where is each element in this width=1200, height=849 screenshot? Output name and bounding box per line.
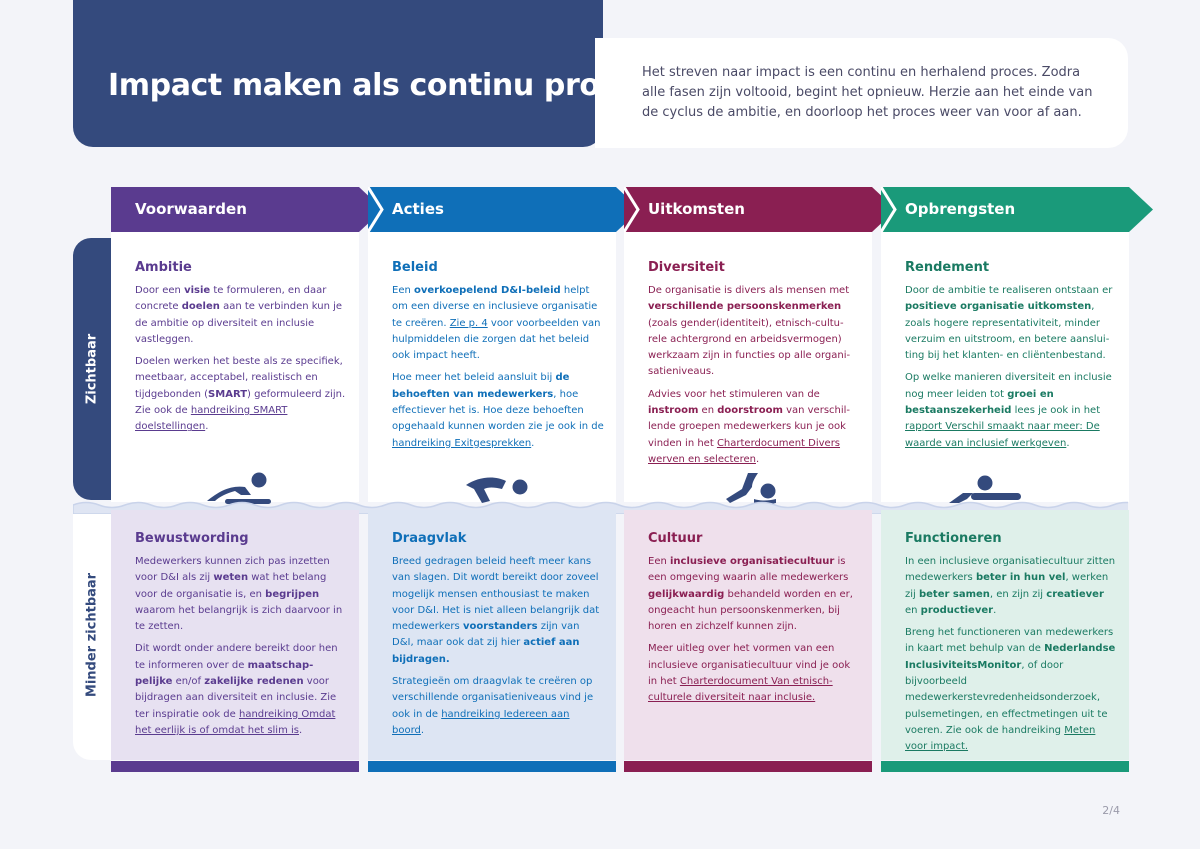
link-exitgesprekken[interactable]: handreiking Exitgesprekken	[392, 437, 532, 449]
link-verschil-smaakt[interactable]: rapport Verschil smaakt naar meer: De wa…	[905, 421, 1100, 449]
card-bewustwording: Bewustwording Medewerkers kunnen zich pa…	[111, 510, 359, 760]
intro-box: Het streven naar impact is een continu e…	[595, 38, 1128, 148]
card-functioneren: Functioneren In een inclusieve organisat…	[881, 510, 1129, 760]
card-paragraph: Door de ambitie te realiseren ontstaan e…	[905, 285, 1113, 362]
card-beleid: Beleid Een overkoepelend D&I-beleid help…	[368, 232, 616, 503]
card-cultuur: Cultuur Een inclusieve organisatiecultuu…	[624, 510, 872, 760]
card-paragraph: Advies voor het stimuleren van de instro…	[648, 388, 851, 465]
card-title: Draagvlak	[392, 531, 467, 546]
row-label-text: Zichtbaar	[84, 333, 100, 405]
card-rendement: Rendement Door de ambitie te realiseren …	[881, 232, 1129, 503]
card-paragraph: Door een visie te formuleren, en daar co…	[135, 285, 343, 345]
card-title: Beleid	[392, 260, 438, 275]
card-title: Bewustwording	[135, 531, 249, 546]
phase-label: Voorwaarden	[135, 200, 247, 218]
card-ambitie: Ambitie Door een visie te formuleren, en…	[111, 232, 359, 504]
card-paragraph: Strategieën om draagvlak te creëren op v…	[392, 676, 594, 736]
row-label-text: Minder zichtbaar	[84, 572, 100, 698]
link-meten-voor-impact[interactable]: Meten voor impact.	[905, 724, 1096, 753]
bar-opbrengsten	[881, 761, 1129, 772]
phase-label: Acties	[392, 200, 444, 218]
link-iedereen-aan-boord[interactable]: handreiking Iedereen aan boord	[392, 708, 570, 736]
link-smart[interactable]: handreiking SMART doelstellingen	[135, 405, 288, 433]
card-title: Cultuur	[648, 531, 703, 546]
title-box: Impact maken als continu proces	[73, 0, 655, 147]
card-title: Rendement	[905, 260, 990, 275]
card-paragraph: Dit wordt onder andere bereikt door hen …	[135, 643, 338, 736]
card-paragraph: Breed gedragen beleid heeft meer kans va…	[392, 556, 600, 665]
card-draagvlak: Draagvlak Breed gedragen beleid heeft me…	[368, 510, 616, 760]
card-paragraph: Breng het functioneren van medewerkers i…	[905, 627, 1116, 753]
phase-arrow-voorwaarden: Voorwaarden	[111, 187, 383, 232]
page-number: 2/4	[1102, 804, 1120, 817]
card-paragraph: Op welke manieren diversiteit en inclusi…	[905, 372, 1112, 449]
phase-arrow-opbrengsten: Opbrengsten	[881, 187, 1153, 232]
card-paragraph: Medewerkers kunnen zich pas inzetten voo…	[135, 556, 343, 633]
card-paragraph: Meer uitleg over het vormen van een incl…	[648, 643, 851, 704]
card-title: Functioneren	[905, 531, 1002, 546]
page-title: Impact maken als continu proces	[108, 68, 655, 103]
card-paragraph: Doelen werken het beste als ze specifiek…	[135, 356, 346, 433]
swimmer-icon-2	[466, 477, 528, 503]
card-title: Ambitie	[135, 260, 192, 275]
phase-arrow-uitkomsten: Uitkomsten	[624, 187, 896, 232]
swimmer-icon-4	[949, 475, 1021, 503]
bar-acties	[368, 761, 616, 772]
link-divers-werven[interactable]: Charterdocument Divers werven en selecte…	[648, 437, 841, 465]
card-paragraph: In een inclusieve organisatiecultuur zit…	[905, 556, 1116, 616]
bar-uitkomsten	[624, 761, 872, 772]
card-diversiteit: Diversiteit De organisatie is divers als…	[624, 232, 872, 505]
card-paragraph: Een inclusieve organisatiecultuur is een…	[648, 556, 853, 633]
intro-text: Het streven naar impact is een continu e…	[642, 65, 1093, 120]
phase-label: Uitkomsten	[648, 200, 745, 218]
link-zie-p4[interactable]: Zie p. 4	[449, 317, 488, 329]
card-paragraph: De organisatie is divers als mensen met …	[648, 285, 851, 378]
card-paragraph: Een overkoepelend D&I-beleid helpt om ee…	[392, 285, 601, 362]
link-etnisch-cultureel[interactable]: Charterdocument Van etnisch-culturele di…	[648, 676, 833, 704]
card-title: Diversiteit	[648, 260, 725, 275]
phase-arrow-acties: Acties	[368, 187, 640, 232]
phase-label: Opbrengsten	[905, 200, 1016, 218]
link-omdat-eerlijk[interactable]: handreiking Omdat het eerlijk is of omda…	[135, 708, 336, 736]
row-label-hidden: Minder zichtbaar	[73, 510, 111, 760]
row-label-visible: Zichtbaar	[73, 238, 111, 500]
card-paragraph: Hoe meer het beleid aansluit bij de beho…	[392, 372, 604, 449]
bar-voorwaarden	[111, 761, 359, 772]
